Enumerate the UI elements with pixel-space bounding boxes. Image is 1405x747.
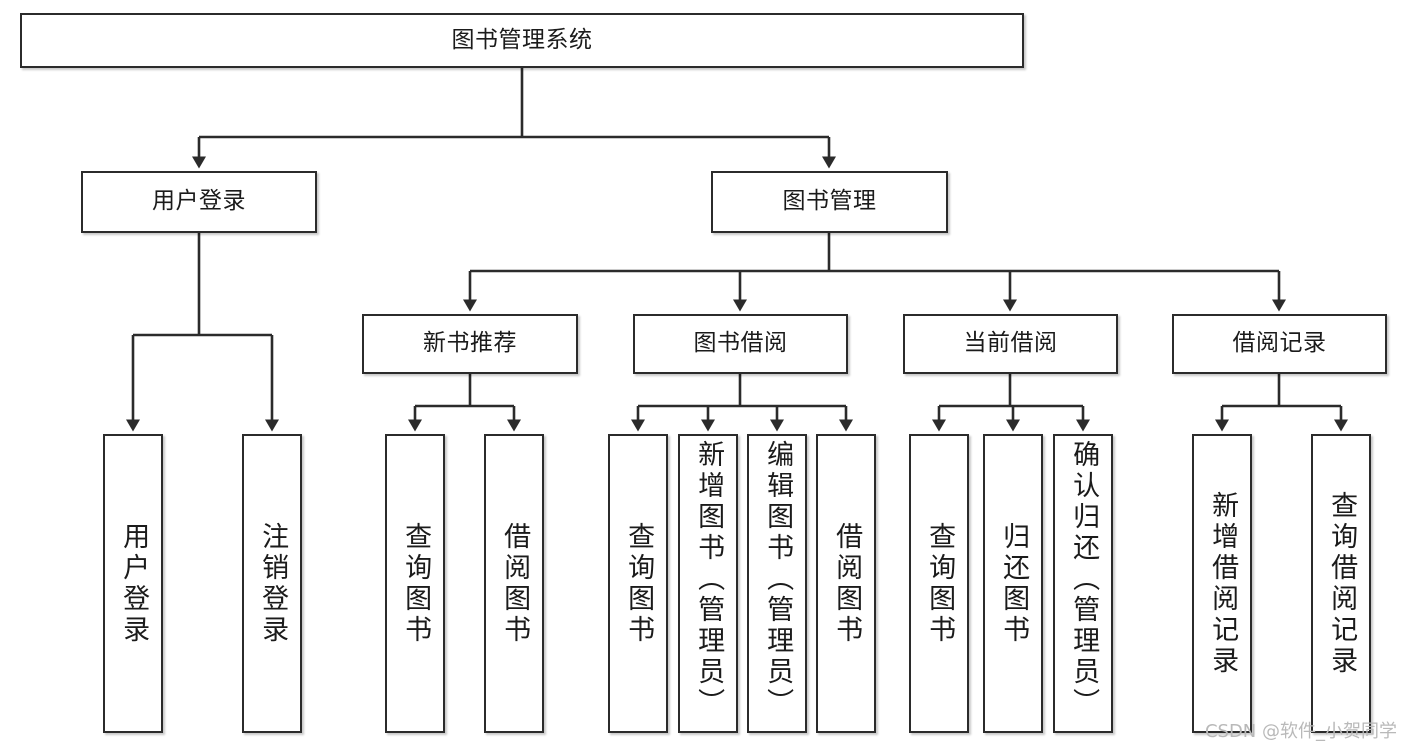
node-leaf-query-record[interactable]: 查询借阅记录 — [1311, 434, 1371, 733]
node-label: 注销登录 — [257, 521, 289, 646]
node-leaf-add-record[interactable]: 新增借阅记录 — [1192, 434, 1252, 733]
node-book-manage[interactable]: 图书管理 — [711, 171, 948, 233]
node-leaf-logout[interactable]: 注销登录 — [242, 434, 302, 733]
node-user-login[interactable]: 用户登录 — [81, 171, 317, 233]
node-label: 查询借阅记录 — [1326, 490, 1358, 677]
node-leaf-borrow-book-bb[interactable]: 借阅图书 — [816, 434, 876, 733]
node-leaf-query-book-cb[interactable]: 查询图书 — [909, 434, 969, 733]
node-label: 查询图书 — [623, 521, 655, 646]
node-label: 图书管理 — [782, 188, 877, 215]
node-label: 借阅图书 — [499, 521, 531, 646]
node-label: 确认归还（管理员） — [1068, 440, 1100, 719]
node-leaf-confirm-return[interactable]: 确认归还（管理员） — [1053, 434, 1113, 733]
node-label: 查询图书 — [924, 521, 956, 646]
node-leaf-query-book-bb[interactable]: 查询图书 — [608, 434, 668, 733]
node-label: 借阅记录 — [1232, 330, 1327, 357]
node-leaf-user-login[interactable]: 用户登录 — [103, 434, 163, 733]
node-label: 新增借阅记录 — [1207, 490, 1239, 677]
node-borrow-record[interactable]: 借阅记录 — [1172, 314, 1387, 374]
node-new-book-rec[interactable]: 新书推荐 — [362, 314, 578, 374]
node-current-borrow[interactable]: 当前借阅 — [903, 314, 1118, 374]
node-label: 借阅图书 — [831, 521, 863, 646]
node-leaf-borrow-book-rec[interactable]: 借阅图书 — [484, 434, 544, 733]
node-leaf-edit-book[interactable]: 编辑图书（管理员） — [747, 434, 807, 733]
node-label: 编辑图书（管理员） — [762, 440, 794, 719]
node-leaf-return-book[interactable]: 归还图书 — [983, 434, 1043, 733]
watermark-text: CSDN @软件_小贺同学 — [1204, 721, 1397, 742]
node-label: 查询图书 — [400, 521, 432, 646]
node-label: 当前借阅 — [963, 330, 1058, 357]
node-root[interactable]: 图书管理系统 — [20, 13, 1024, 68]
node-label: 新增图书（管理员） — [693, 440, 725, 719]
node-leaf-query-book-rec[interactable]: 查询图书 — [385, 434, 445, 733]
node-label: 新书推荐 — [423, 330, 517, 357]
node-label: 图书管理系统 — [451, 26, 593, 53]
node-label: 归还图书 — [998, 521, 1030, 646]
node-book-borrow[interactable]: 图书借阅 — [633, 314, 848, 374]
node-label: 用户登录 — [152, 188, 246, 215]
node-leaf-add-book[interactable]: 新增图书（管理员） — [678, 434, 738, 733]
node-label: 图书借阅 — [693, 330, 788, 357]
node-label: 用户登录 — [118, 521, 150, 646]
